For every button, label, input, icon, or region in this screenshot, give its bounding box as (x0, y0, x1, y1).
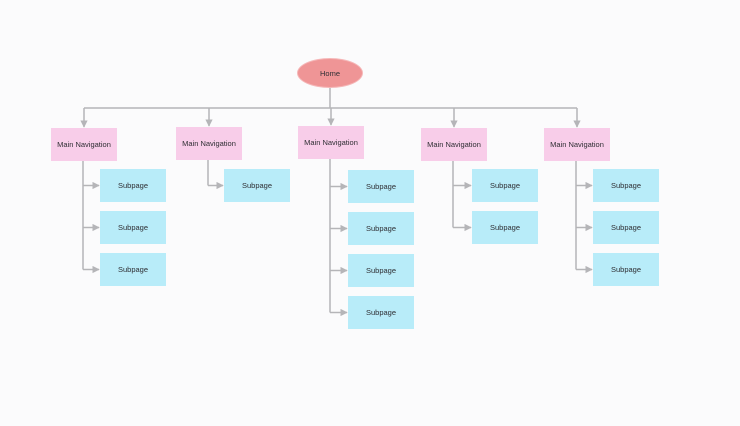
subpage-node[interactable]: Subpage (348, 170, 414, 203)
main-navigation-node[interactable]: Main Navigation (544, 128, 610, 161)
subpage-node[interactable]: Subpage (472, 169, 538, 202)
subpage-node-label: Subpage (365, 266, 397, 275)
subpage-node[interactable]: Subpage (100, 211, 166, 244)
subpage-node[interactable]: Subpage (348, 296, 414, 329)
main-navigation-node-label: Main Navigation (427, 140, 481, 149)
subpage-node-label: Subpage (241, 181, 273, 190)
main-navigation-node[interactable]: Main Navigation (51, 128, 117, 161)
subpage-node-label: Subpage (610, 223, 642, 232)
subpage-node[interactable]: Subpage (593, 211, 659, 244)
subpage-node[interactable]: Subpage (100, 253, 166, 286)
subpage-node-label: Subpage (365, 182, 397, 191)
main-navigation-node-label: Main Navigation (550, 140, 604, 149)
main-navigation-node-label: Main Navigation (57, 140, 111, 149)
home-node[interactable]: Home (297, 58, 363, 88)
subpage-node-label: Subpage (489, 181, 521, 190)
main-navigation-node[interactable]: Main Navigation (421, 128, 487, 161)
main-navigation-node-label: Main Navigation (304, 138, 358, 147)
main-navigation-node-label: Main Navigation (182, 139, 236, 148)
subpage-node[interactable]: Subpage (593, 253, 659, 286)
subpage-node-label: Subpage (365, 308, 397, 317)
main-navigation-node[interactable]: Main Navigation (176, 127, 242, 160)
subpage-node[interactable]: Subpage (593, 169, 659, 202)
subpage-node-label: Subpage (610, 265, 642, 274)
subpage-node[interactable]: Subpage (348, 254, 414, 287)
subpage-node-label: Subpage (117, 181, 149, 190)
subpage-node[interactable]: Subpage (348, 212, 414, 245)
subpage-node-label: Subpage (489, 223, 521, 232)
subpage-node-label: Subpage (365, 224, 397, 233)
subpage-node[interactable]: Subpage (224, 169, 290, 202)
subpage-node[interactable]: Subpage (472, 211, 538, 244)
home-label: Home (319, 68, 340, 78)
main-navigation-node[interactable]: Main Navigation (298, 126, 364, 159)
subpage-node-label: Subpage (117, 265, 149, 274)
subpage-node-label: Subpage (610, 181, 642, 190)
subpage-node-label: Subpage (117, 223, 149, 232)
subpage-node[interactable]: Subpage (100, 169, 166, 202)
